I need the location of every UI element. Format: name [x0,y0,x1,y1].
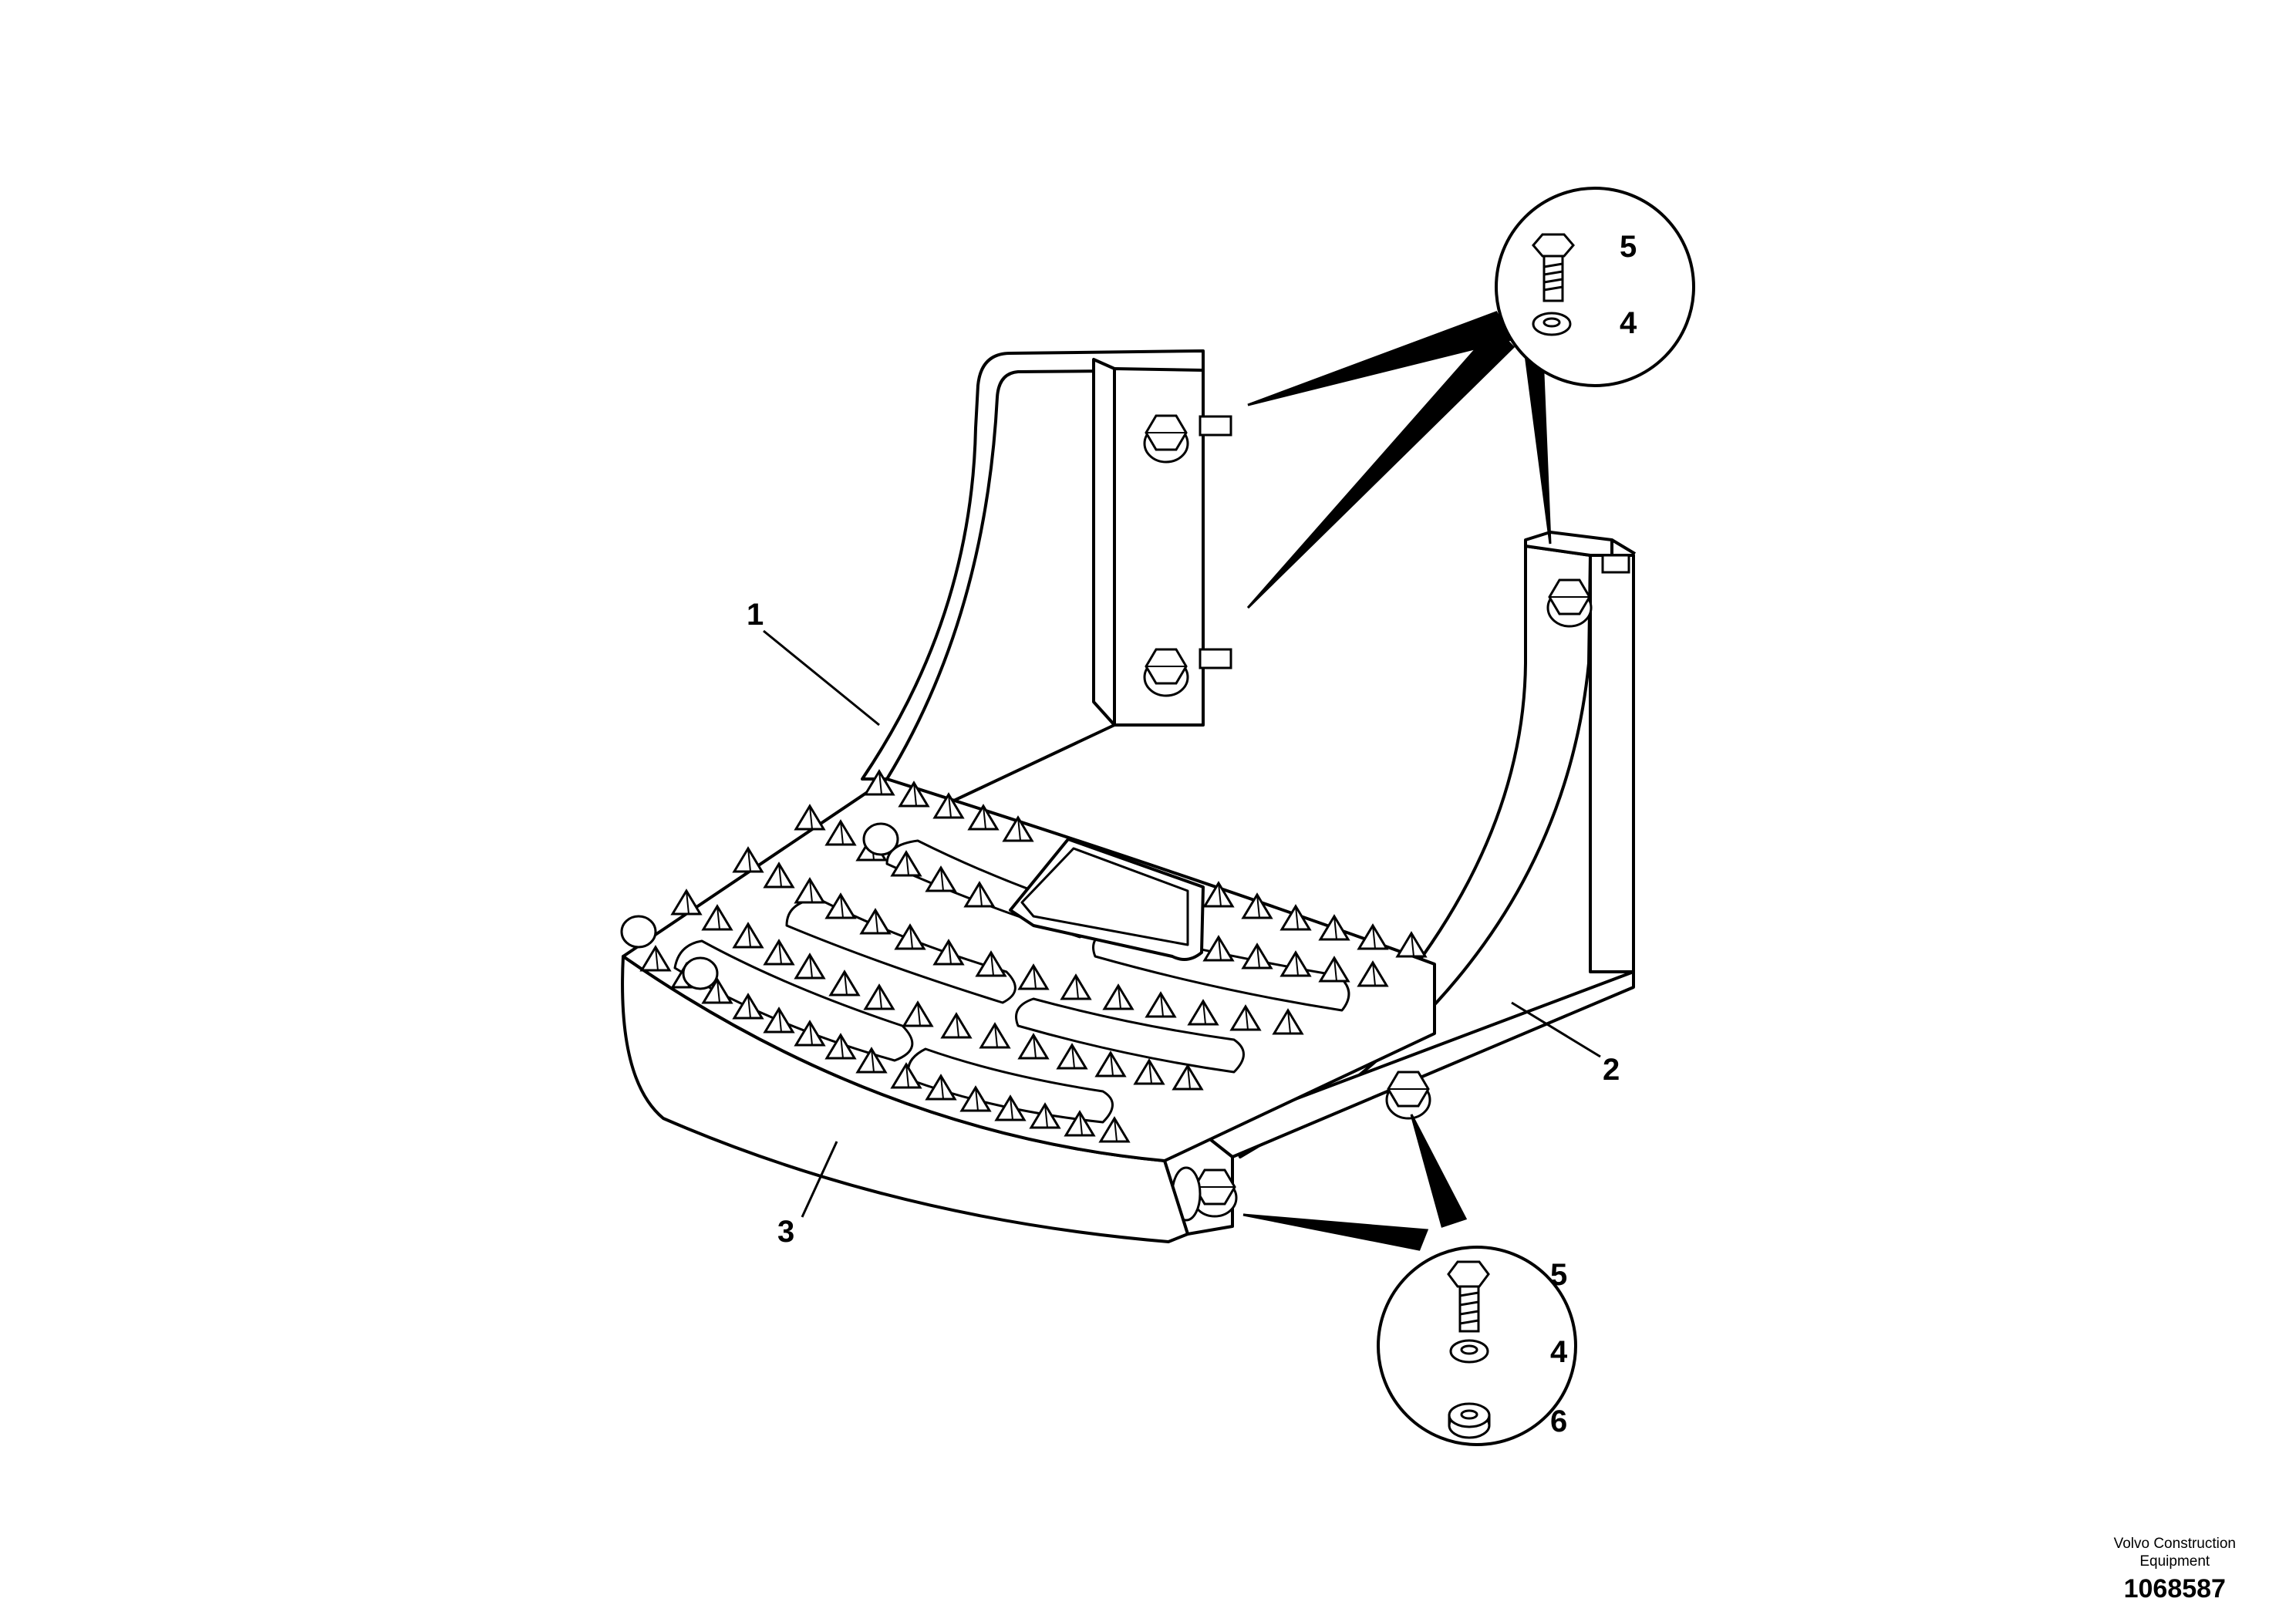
callout-item-2: 2 [1603,1053,1620,1087]
detail-circle-lower [1377,1246,1577,1446]
upper-bolt-1 [1143,414,1232,464]
manufacturer-credit: Volvo Construction Equipment 1068587 [2114,1535,2236,1604]
upper-bolt-3 [1546,554,1630,628]
bolt-icon [1532,233,1575,302]
tread-bolts [620,822,899,990]
credit-line-1: Volvo Construction [2113,1536,2236,1552]
credit-line-2: Equipment [2139,1553,2210,1570]
detail-circle-upper [1495,187,1695,387]
callout-item-3: 3 [777,1215,794,1249]
step-tread [621,777,1436,1243]
leader-lines [763,244,1613,1422]
drawing-number: 1068587 [2123,1574,2226,1603]
nut-icon [1448,1402,1491,1439]
lower-bolt-1 [1385,1071,1431,1120]
callout-lower-washer: 4 [1550,1335,1568,1369]
step-bracket [861,349,1637,1236]
callout-lower-bolt: 5 [1550,1258,1567,1292]
callout-upper-bolt: 5 [1620,230,1637,264]
callout-item-1: 1 [747,598,764,632]
callout-upper-washer: 4 [1620,306,1637,340]
callout-lower-nut: 6 [1550,1404,1567,1438]
bolt-icon [1447,1260,1490,1333]
upper-bolt-2 [1143,648,1232,697]
washer-icon [1449,1339,1489,1364]
washer-icon [1532,312,1572,336]
